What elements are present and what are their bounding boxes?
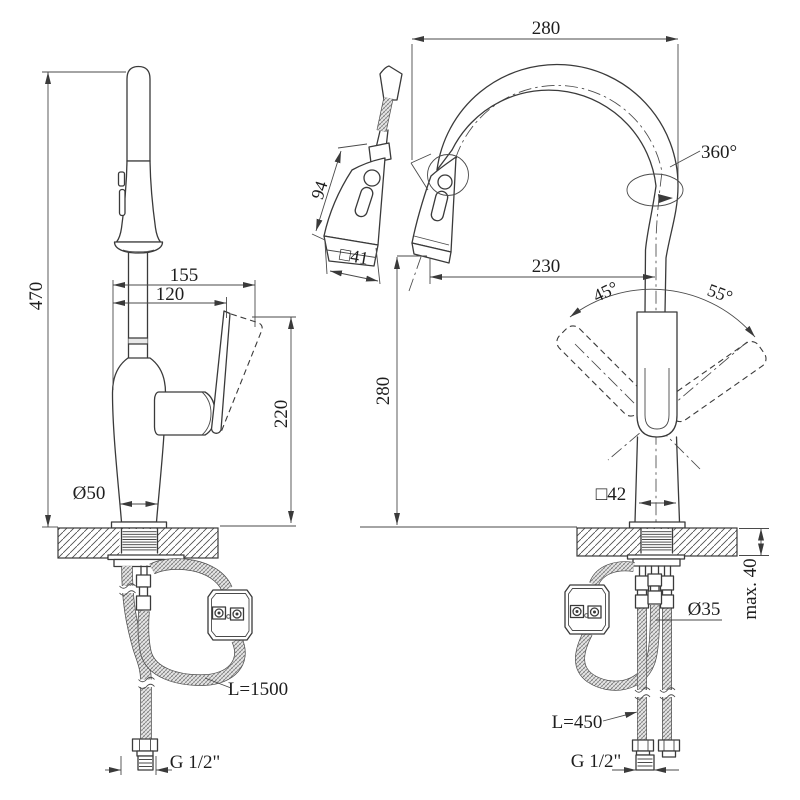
sprayer-slot xyxy=(354,186,374,218)
dim-spout-reach-max: 155 xyxy=(170,265,199,286)
dim-body-section: □42 xyxy=(596,484,626,505)
dim-sprayer-head-size: □41 xyxy=(338,244,370,269)
handle-alt-position-dashed xyxy=(219,313,263,434)
sprayer-hose-loop-left xyxy=(137,558,246,686)
hose-weight-block-left xyxy=(207,589,253,641)
sprayer-tailpiece-left xyxy=(135,565,152,611)
spray-head-front-view xyxy=(410,153,469,264)
dim-spout-height: 280 xyxy=(373,377,394,406)
swivel-indicator xyxy=(626,150,701,207)
hose-end-fittings-right xyxy=(631,739,681,771)
dim-overall-height: 470 xyxy=(26,282,47,311)
label-hose-length-right: L=450 xyxy=(552,712,603,733)
faucet-body-side xyxy=(111,357,167,523)
spout-neck xyxy=(127,252,149,359)
supply-hose-left-view xyxy=(119,565,155,739)
handle-55-dashed xyxy=(664,340,767,423)
left-view xyxy=(42,65,296,775)
hose-end-fitting-left xyxy=(131,738,159,771)
label-thread-right: G 1/2" xyxy=(571,751,622,772)
label-thread-left: G 1/2" xyxy=(170,752,221,773)
handle-side-view xyxy=(153,310,263,436)
dim-mounting-hole: Ø35 xyxy=(688,599,721,620)
dim-base-diameter: Ø50 xyxy=(73,483,106,504)
handle-45-dashed xyxy=(556,325,648,417)
label-handle-angle-right: 55° xyxy=(705,280,736,307)
label-swivel-angle: 360° xyxy=(701,142,737,163)
hose-stub xyxy=(379,65,403,101)
dim-handle-height: 220 xyxy=(271,400,292,429)
spray-head-side-view xyxy=(113,65,164,254)
label-hose-length-left: L=1500 xyxy=(228,679,288,700)
sprayer-tailpiece-right xyxy=(647,565,663,605)
dim-max-deck-thickness: max. 40 xyxy=(740,558,761,619)
base-flange xyxy=(110,521,168,529)
dim-spout-width: 280 xyxy=(532,18,561,39)
right-view xyxy=(360,36,769,773)
detail-circle xyxy=(427,154,469,196)
sprayer-mode-button xyxy=(363,169,381,187)
sprayer-detail xyxy=(311,65,403,285)
faucet-body-front xyxy=(628,311,686,529)
hose-weight-block-right xyxy=(564,584,610,635)
dim-sprayer-length2: 94 xyxy=(307,178,332,201)
sprayer-clip xyxy=(117,171,126,187)
supply-hoses-right xyxy=(634,565,676,741)
dimension-labels: 470 155 120 220 Ø50 L=1500 G 1/2" 94 □41… xyxy=(26,18,761,773)
dim-spout-reach: 120 xyxy=(156,284,185,305)
sprayer-hose-loop-right xyxy=(575,561,660,691)
dim-spout-reach-right: 230 xyxy=(532,256,561,277)
mounting-shank-right xyxy=(626,527,686,567)
rotation-arrow-icon xyxy=(658,194,673,203)
